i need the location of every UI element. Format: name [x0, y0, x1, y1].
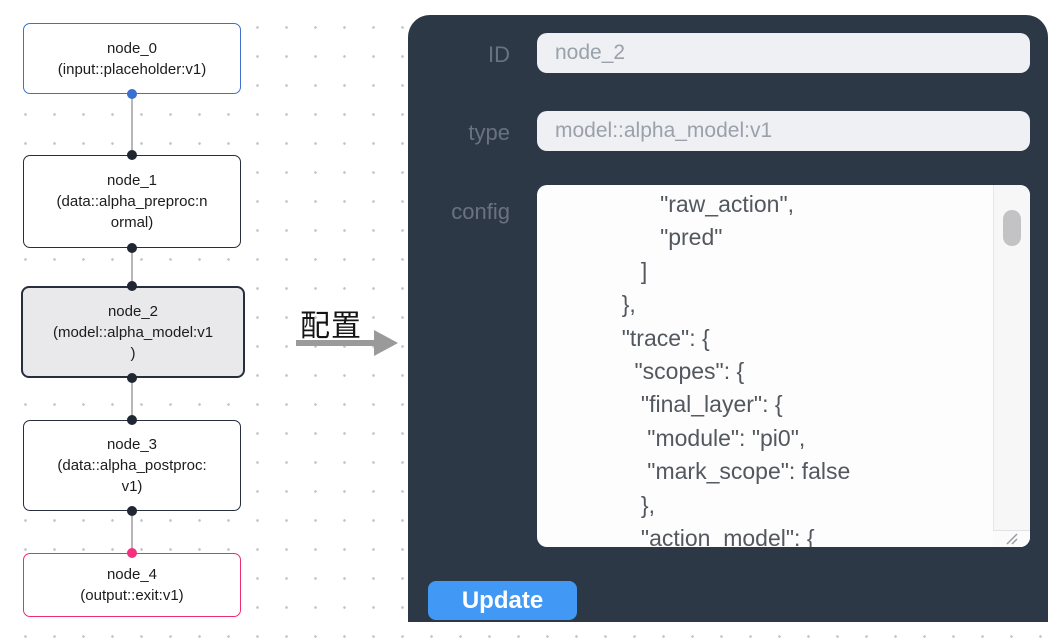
handle-node1-bottom[interactable]	[127, 243, 137, 253]
flow-node-node1[interactable]: node_1 (data::alpha_preproc:n ormal)	[23, 155, 241, 248]
handle-node1-top[interactable]	[127, 150, 137, 160]
type-input[interactable]	[537, 111, 1030, 151]
handle-node3-top[interactable]	[127, 415, 137, 425]
config-textarea[interactable]: "raw_action", "pred" ] }, "trace": { "sc…	[537, 185, 1030, 547]
edge-node2-node3[interactable]	[131, 378, 133, 420]
id-input[interactable]	[537, 33, 1030, 73]
config-json-text: "raw_action", "pred" ] }, "trace": { "sc…	[621, 191, 851, 547]
right-arrow-head-icon	[374, 330, 398, 356]
flow-node-node2-selected[interactable]: node_2 (model::alpha_model:v1 )	[21, 286, 245, 378]
resize-grip-icon	[1005, 533, 1018, 545]
config-scrollbar-track[interactable]	[993, 185, 1030, 547]
right-arrow-icon	[296, 340, 374, 346]
handle-node2-top[interactable]	[127, 281, 137, 291]
textarea-resize-handle[interactable]	[993, 530, 1030, 547]
configure-label: 配置	[300, 310, 362, 343]
type-field-label: type	[468, 120, 510, 145]
id-field-label: ID	[488, 42, 510, 67]
config-scrollbar-thumb[interactable]	[1003, 210, 1021, 246]
update-button[interactable]: Update	[428, 581, 577, 620]
flow-node-node0[interactable]: node_0 (input::placeholder:v1)	[23, 23, 241, 94]
handle-node4-top[interactable]	[127, 548, 137, 558]
handle-node0-bottom[interactable]	[127, 89, 137, 99]
config-field-label: config	[451, 199, 510, 224]
flow-canvas: node_0 (input::placeholder:v1) node_1 (d…	[0, 0, 408, 643]
flow-node-node3[interactable]: node_3 (data::alpha_postproc: v1)	[23, 420, 241, 511]
edge-node3-node4[interactable]	[131, 511, 133, 553]
handle-node2-bottom[interactable]	[127, 373, 137, 383]
flow-node-node4[interactable]: node_4 (output::exit:v1)	[23, 553, 241, 617]
handle-node3-bottom[interactable]	[127, 506, 137, 516]
edge-node1-node2[interactable]	[131, 248, 133, 286]
node-config-panel: ID type config "raw_action", "pred" ] },…	[408, 15, 1048, 622]
edge-node0-node1[interactable]	[131, 94, 133, 155]
